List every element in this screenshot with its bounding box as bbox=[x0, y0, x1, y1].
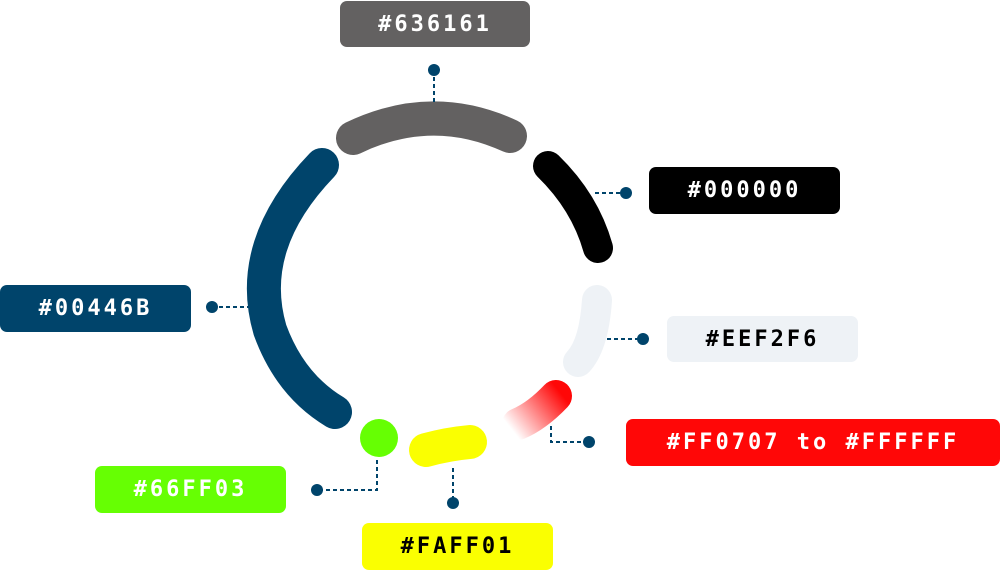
label-red: #FF0707 to #FFFFFF bbox=[626, 419, 1000, 466]
label-red-text: #FF0707 to #FFFFFF bbox=[666, 430, 960, 455]
label-light: #EEF2F6 bbox=[667, 316, 858, 362]
segment-yellow bbox=[409, 425, 487, 467]
connector-dot-red bbox=[583, 436, 595, 448]
connector-green bbox=[317, 460, 378, 491]
label-yellow: #FAFF01 bbox=[362, 523, 553, 570]
connectors bbox=[206, 64, 649, 509]
connector-dot-black bbox=[620, 187, 632, 199]
label-black: #000000 bbox=[649, 167, 840, 214]
segment-navy bbox=[246, 148, 352, 429]
label-gray-text: #636161 bbox=[378, 11, 492, 37]
label-navy-text: #00446B bbox=[38, 296, 153, 321]
connector-dot-green bbox=[311, 484, 323, 496]
connector-dot-gray bbox=[428, 64, 440, 76]
connector-dot-navy bbox=[206, 301, 218, 313]
connector-red bbox=[550, 426, 589, 443]
label-black-text: #000000 bbox=[687, 178, 802, 203]
segment-gray bbox=[336, 101, 527, 155]
segment-light bbox=[563, 285, 612, 377]
label-light-text: #EEF2F6 bbox=[705, 326, 820, 352]
label-green-text: #66FF03 bbox=[133, 477, 248, 502]
label-gray: #636161 bbox=[340, 1, 530, 47]
segment-green bbox=[360, 419, 398, 457]
label-green: #66FF03 bbox=[95, 466, 286, 513]
label-navy: #00446B bbox=[0, 285, 191, 332]
segment-red bbox=[502, 380, 572, 440]
connector-dot-light bbox=[637, 333, 649, 345]
segment-black bbox=[533, 151, 613, 263]
connector-dot-yellow bbox=[447, 497, 459, 509]
label-yellow-text: #FAFF01 bbox=[400, 534, 515, 559]
